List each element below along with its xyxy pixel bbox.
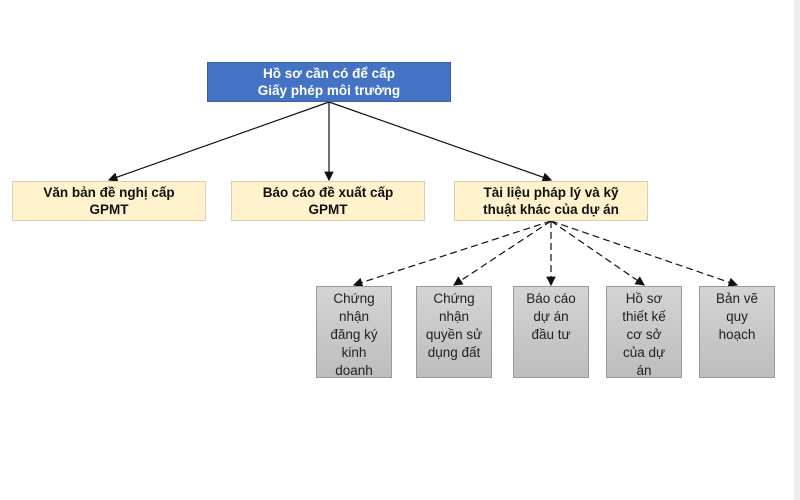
arrow-root-to-tai-lieu: [328, 101, 553, 182]
dashed-arrow-1: [352, 220, 552, 287]
node-label: Bản vẽ quy hoạch: [715, 291, 759, 342]
node-label: Văn bản đề nghị cấp GPMT: [43, 185, 175, 217]
node-bao-cao-de-xuat: Báo cáo đề xuất cấp GPMT: [231, 181, 425, 221]
node-ban-ve-quy-hoach: Bản vẽ quy hoạch: [699, 286, 775, 378]
node-chung-nhan-qsdd: Chứng nhận quyền sử dụng đất: [416, 286, 492, 378]
node-label: Chứng nhận quyền sử dụng đất: [425, 291, 483, 360]
right-edge-strip: [794, 0, 800, 500]
node-ho-so-thiet-ke: Hồ sơ thiết kế cơ sở của dự án: [606, 286, 682, 378]
dashed-arrow-2: [452, 220, 552, 286]
node-label: Báo cáo dự án đầu tư: [526, 291, 576, 342]
dashed-arrow-5: [550, 220, 739, 287]
node-label: Báo cáo đề xuất cấp GPMT: [262, 185, 394, 217]
node-bao-cao-dau-tu: Báo cáo dự án đầu tư: [513, 286, 589, 378]
node-chung-nhan-dkkd: Chứng nhận đăng ký kinh doanh: [316, 286, 392, 378]
root-label: Hồ sơ cần có để cấp Giấy phép môi trường: [257, 66, 401, 98]
node-tai-lieu-phap-ly: Tài liệu pháp lý và kỹ thuật khác của dự…: [454, 181, 648, 221]
node-van-ban-de-nghi: Văn bản đề nghị cấp GPMT: [12, 181, 206, 221]
arrow-root-to-van-ban: [107, 101, 330, 182]
root-node: Hồ sơ cần có để cấp Giấy phép môi trường: [207, 62, 451, 102]
dashed-arrow-4: [550, 220, 645, 286]
node-label: Chứng nhận đăng ký kinh doanh: [330, 291, 378, 378]
node-label: Tài liệu pháp lý và kỹ thuật khác của dự…: [483, 185, 619, 217]
node-label: Hồ sơ thiết kế cơ sở của dự án: [622, 291, 666, 378]
